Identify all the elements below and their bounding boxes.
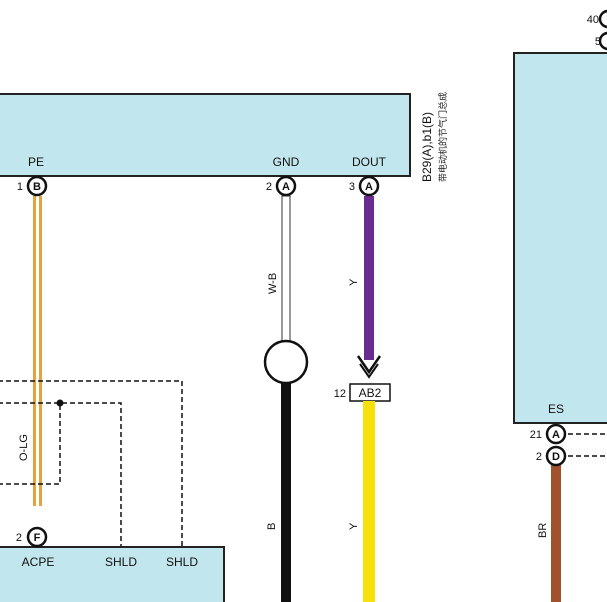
wire-code-b: B <box>266 523 278 530</box>
pin-letter: B <box>33 181 41 193</box>
pin-2d-connector: 2 D <box>536 445 567 467</box>
pin-circle <box>358 175 380 197</box>
pin-number: 2 <box>266 181 272 193</box>
pin-circle <box>545 445 567 467</box>
pin-dout-connector: 3 A <box>349 175 380 197</box>
ecm-component-right <box>513 52 607 424</box>
junction-arrow <box>356 355 382 375</box>
wire-code-br: BR <box>537 523 549 538</box>
pin-circle <box>545 423 567 445</box>
pin-letter: A <box>365 181 373 193</box>
splice-circle <box>263 339 309 385</box>
junction-code: AB2 <box>359 386 382 400</box>
pin-name-pe: PE <box>28 155 44 169</box>
wire-black-b <box>281 383 291 602</box>
pin-gnd-connector: 2 A <box>266 175 297 197</box>
wire-code-olg: O-LG <box>18 434 30 461</box>
wire-code-purple-y: Y <box>348 278 360 286</box>
pin-number: 2 <box>16 532 22 544</box>
pin-letter: A <box>552 429 560 441</box>
ecu-component-bottom <box>0 546 225 602</box>
pin-name-gnd: GND <box>273 155 300 169</box>
wire-code-yellow-y: Y <box>348 522 360 530</box>
pin-number: 1 <box>17 181 23 193</box>
pin-label-es: ES <box>548 402 564 416</box>
pin-number: 5 <box>595 36 601 48</box>
pin-acpe-connector: 2 F <box>16 526 48 548</box>
throttle-body-component <box>0 93 411 177</box>
pin-40-connector: 40 <box>587 9 607 29</box>
pin-number: 40 <box>587 14 599 26</box>
pin-circle <box>26 526 48 548</box>
pin-circle <box>275 175 297 197</box>
wire-white-wb <box>281 195 291 345</box>
connector-code: B29(A),b1(B) <box>420 112 434 182</box>
pin-number: 3 <box>349 181 355 193</box>
pin-circle <box>598 31 607 51</box>
pin-number: 2 <box>536 451 542 463</box>
shield-box-small <box>0 403 61 485</box>
pin-label-acpe: ACPE <box>22 555 55 569</box>
pin-number: 21 <box>530 429 542 441</box>
pin-letter: F <box>34 532 41 544</box>
pin-label-shld-2: SHLD <box>166 555 198 569</box>
wire-brown-br <box>551 463 561 602</box>
wire-purple-y <box>364 196 374 360</box>
pin-21a-connector: 21 A <box>530 423 567 445</box>
wire-yellow <box>363 401 375 602</box>
pin-name-dout: DOUT <box>352 155 387 169</box>
pin-circle <box>26 175 48 197</box>
pin-circle <box>598 9 607 29</box>
shield-box-outer <box>0 380 183 548</box>
shield-junction-dot <box>56 399 64 407</box>
pin-letter: A <box>282 181 290 193</box>
wire-code-wb: W-B <box>267 273 279 294</box>
shield-box-inner <box>0 402 122 548</box>
pin-letter: D <box>552 451 560 463</box>
junction-arrow-inner <box>359 363 379 379</box>
pin-pe-connector: 1 B <box>17 175 48 197</box>
pin-5-connector: 5 <box>595 31 607 51</box>
junction-number: 12 <box>334 388 346 400</box>
pin-label-shld-1: SHLD <box>105 555 137 569</box>
connector-description: 带电动机的节气门总成 <box>437 92 449 182</box>
